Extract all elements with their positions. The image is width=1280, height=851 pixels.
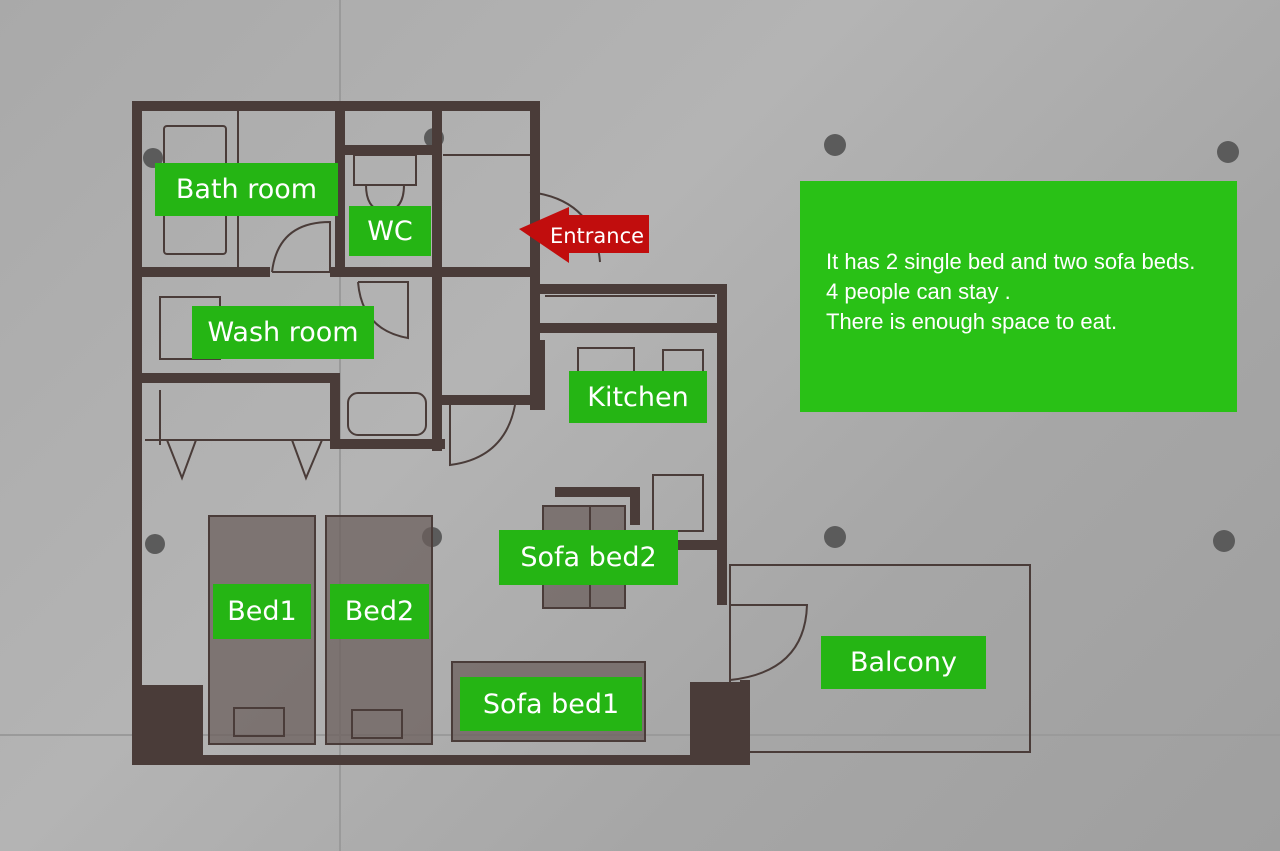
entrance-label: Entrance	[549, 223, 645, 248]
fixtures	[145, 110, 1031, 753]
info-box: It has 2 single bed and two sofa beds. 4…	[800, 181, 1237, 412]
label-sofa-bed1: Sofa bed1	[460, 677, 642, 731]
info-line-3: There is enough space to eat.	[826, 309, 1118, 334]
label-sofa-bed2: Sofa bed2	[499, 530, 678, 585]
info-line-2: 4 people can stay .	[826, 279, 1011, 304]
entrance-marker: Entrance	[519, 207, 651, 265]
label-bed2: Bed2	[330, 584, 429, 639]
label-wc: WC	[349, 206, 431, 256]
entrance-arrow-icon	[519, 207, 649, 263]
columns	[137, 682, 748, 764]
label-kitchen: Kitchen	[569, 371, 707, 423]
label-bath-room: Bath room	[155, 163, 338, 216]
info-line-1: It has 2 single bed and two sofa beds.	[826, 249, 1196, 274]
label-bed1: Bed1	[213, 584, 311, 639]
label-wash-room: Wash room	[192, 306, 374, 359]
label-balcony: Balcony	[821, 636, 986, 689]
